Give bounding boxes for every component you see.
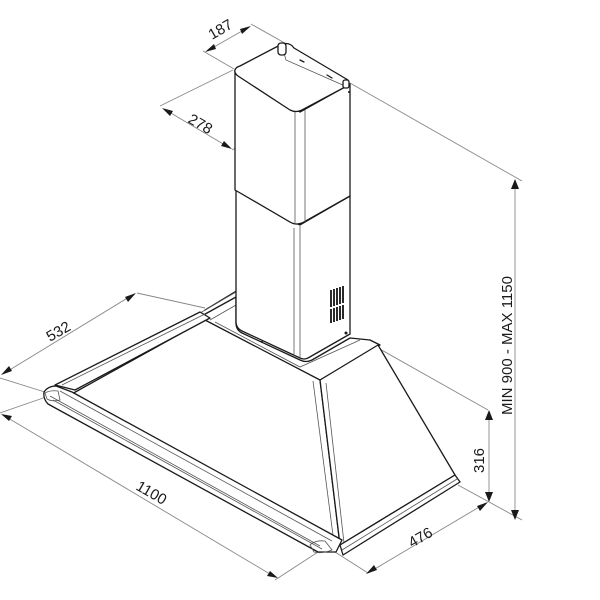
dimension-label-187: 187 — [206, 16, 236, 43]
chimney — [234, 42, 351, 360]
dimension-label-476: 476 — [406, 524, 436, 551]
extension-lines — [0, 23, 523, 581]
dimension-label-1100: 1100 — [133, 478, 169, 509]
dimension-label-total-height: MIN 900 - MAX 1150 — [499, 276, 516, 415]
dimension-1100: 1100 — [1, 414, 278, 578]
dimension-187: 187 — [205, 16, 251, 52]
dimension-total-height: MIN 900 - MAX 1150 — [499, 179, 519, 520]
dimension-label-532: 532 — [44, 318, 74, 345]
dimension-316: 316 — [471, 410, 493, 502]
dimension-278: 278 — [162, 108, 232, 149]
vent-grille-icon — [330, 286, 344, 323]
dimension-label-278: 278 — [185, 111, 215, 138]
dimension-label-316: 316 — [471, 448, 488, 473]
hood-body — [43, 289, 461, 556]
